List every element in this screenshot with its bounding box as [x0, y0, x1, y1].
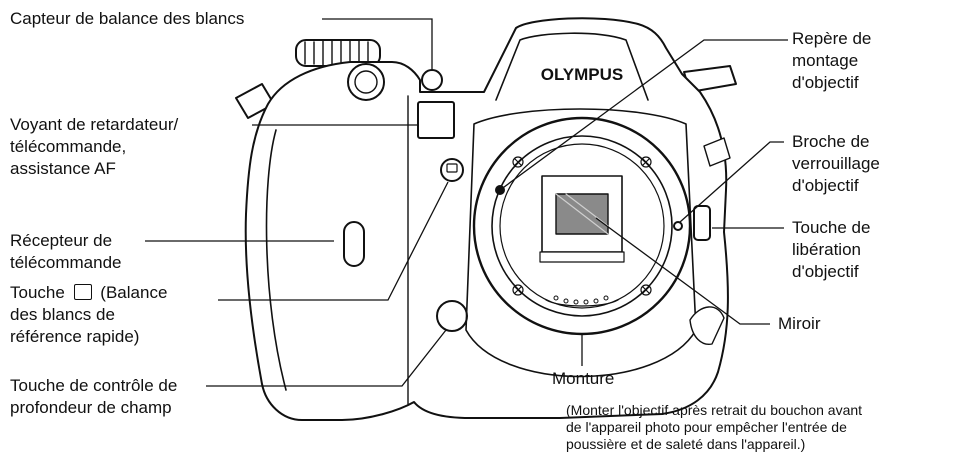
label-mirror: Miroir: [778, 314, 821, 333]
label-lock-pin: Broche de verrouillage d'objectif: [792, 132, 880, 195]
lock-pin: [673, 221, 683, 231]
label-mount-mark: Repère de montage d'objectif: [792, 29, 872, 92]
wb-sensor-window: [421, 69, 443, 91]
dof-button-shape: [436, 300, 468, 332]
mount-note: (Monter l'objectif après retrait du bouc…: [566, 402, 863, 452]
label-release-button: Touche de libération d'objectif: [792, 218, 871, 281]
brand-logo: OLYMPUS: [541, 65, 624, 84]
leader-mount-mark: [499, 39, 788, 191]
leader-wb-button: [218, 181, 449, 301]
label-wb-sensor: Capteur de balance des blancs: [10, 9, 245, 28]
self-timer-lamp: [417, 101, 455, 139]
label-wb-button: Touche (Balance des blancs de référence …: [10, 283, 168, 346]
remote-receiver-window: [343, 221, 365, 267]
label-dof-button: Touche de contrôle de profondeur de cham…: [10, 376, 178, 417]
lens-release-button: [693, 205, 711, 241]
leader-lock-pin: [679, 141, 784, 223]
wb-reference-icon: [73, 284, 92, 300]
label-self-timer: Voyant de retardateur/ télécommande, ass…: [10, 115, 179, 178]
leader-dof-button: [206, 329, 447, 387]
label-remote-receiver: Récepteur de télécommande: [10, 231, 122, 272]
leader-mirror: [595, 217, 770, 325]
label-mount: Monture: [552, 369, 615, 388]
wb-button-shape: [440, 158, 464, 182]
leader-wb-sensor: [322, 18, 433, 70]
